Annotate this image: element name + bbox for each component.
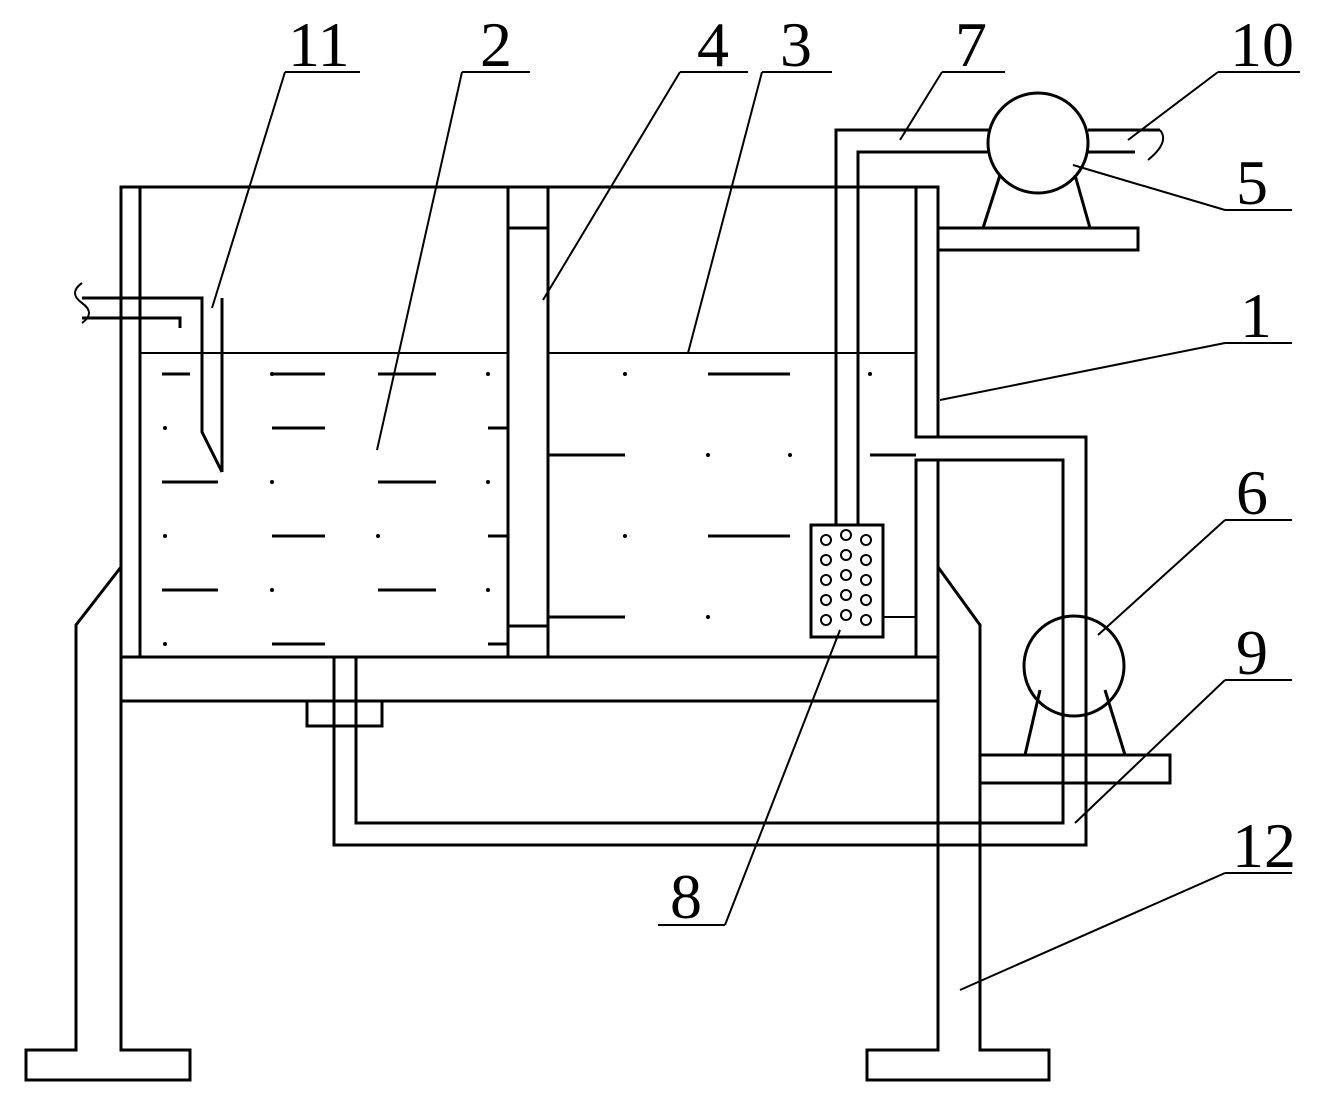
air-diffuser — [809, 523, 916, 639]
callout-4: 4 — [697, 9, 729, 80]
callout-6: 6 — [1236, 457, 1268, 528]
callout-3: 3 — [780, 9, 812, 80]
callout-10: 10 — [1230, 9, 1294, 80]
callout-7: 7 — [955, 9, 987, 80]
pump-bracket-lower — [978, 753, 1172, 785]
circulation-pipe — [305, 435, 1088, 847]
liquid-marks — [162, 372, 916, 646]
callout-2: 2 — [480, 9, 512, 80]
leader-lines — [211, 71, 1300, 991]
callout-9: 9 — [1236, 617, 1268, 688]
callout-8: 8 — [670, 861, 702, 932]
callout-12: 12 — [1232, 810, 1296, 881]
support-leg-left — [24, 566, 192, 1082]
callout-5: 5 — [1236, 147, 1268, 218]
inlet-pipe — [74, 282, 224, 473]
air-pipe — [834, 128, 990, 525]
air-pump — [981, 91, 1164, 229]
pump-bracket-upper — [936, 226, 1140, 252]
support-leg-right — [865, 566, 1051, 1082]
filter-partition — [506, 185, 550, 659]
callout-1: 1 — [1240, 280, 1272, 351]
callout-11: 11 — [288, 9, 350, 80]
circulation-pump — [1022, 614, 1127, 756]
